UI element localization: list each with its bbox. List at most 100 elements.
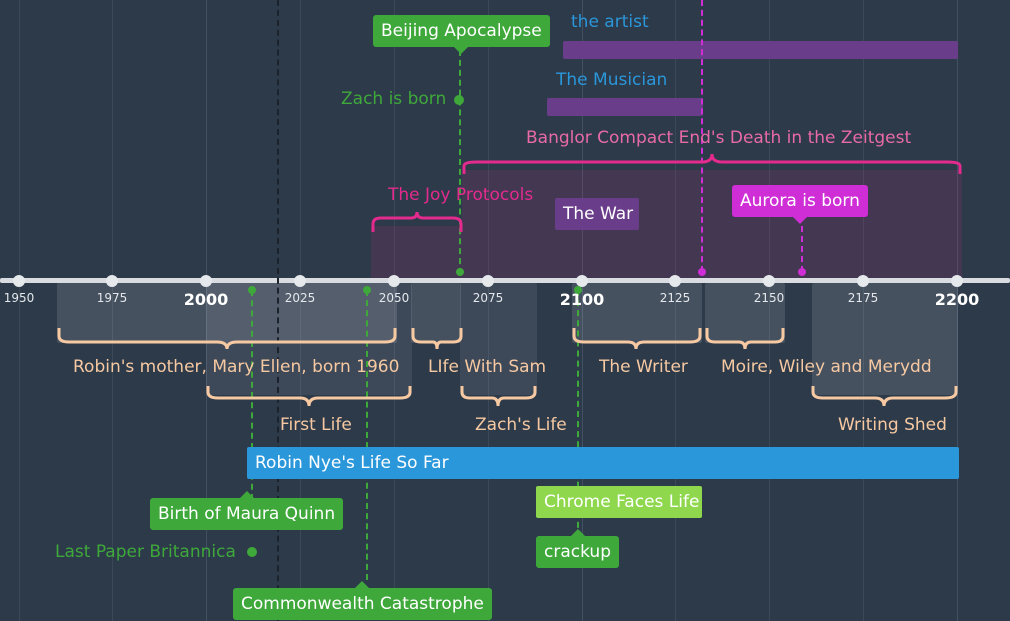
banglor-label[interactable]: Banglor Compact End's Death in the Zeitg…	[526, 128, 912, 148]
zach-born-point[interactable]	[454, 95, 464, 105]
birth-maura-label: Birth of Maura Quinn	[158, 504, 336, 524]
tick-label: 2000	[183, 290, 229, 309]
aurora-line	[801, 226, 803, 272]
maura-axis-point[interactable]	[248, 286, 256, 294]
writing-shed-brace	[811, 386, 958, 407]
banglor-span[interactable]	[462, 170, 962, 280]
aurora-is-born-label: Aurora is born	[740, 191, 860, 211]
tag-caret	[239, 491, 254, 498]
tick-label: 2150	[753, 291, 785, 305]
zachs-life-brace	[460, 386, 537, 407]
tick-label: 2200	[934, 290, 980, 309]
tick-label: 2050	[378, 291, 410, 305]
time-axis[interactable]	[0, 278, 1010, 283]
aurora-axis-point[interactable]	[798, 268, 806, 276]
life-with-sam-label[interactable]: LIfe With Sam	[428, 357, 547, 377]
musician-axis-point[interactable]	[698, 268, 706, 276]
writing-shed-label[interactable]: Writing Shed	[838, 415, 947, 435]
life-with-sam-span[interactable]	[411, 283, 461, 343]
zachs-life-label[interactable]: Zach's Life	[475, 415, 567, 435]
beijing-axis-point[interactable]	[456, 268, 464, 276]
commonwealth-label: Commonwealth Catastrophe	[241, 594, 484, 614]
joy-protocols-label[interactable]: The Joy Protocols	[388, 185, 534, 205]
tag-caret	[792, 217, 807, 224]
axis-tick-dot	[294, 275, 306, 287]
robin-nye-bar[interactable]: Robin Nye's Life So Far	[247, 447, 959, 479]
the-musician-bar[interactable]	[547, 98, 703, 116]
the-writer-brace	[572, 328, 702, 350]
moire-label[interactable]: Moire, Wiley and Merydd	[721, 357, 932, 377]
birth-maura-line	[251, 290, 253, 500]
the-artist-label[interactable]: the artist	[571, 12, 649, 32]
first-life-brace	[206, 386, 412, 407]
the-writer-span[interactable]	[572, 283, 702, 343]
first-life-span[interactable]	[206, 283, 412, 395]
the-war-bar[interactable]: The War	[555, 198, 639, 230]
the-writer-label[interactable]: The Writer	[599, 357, 688, 377]
grid-line	[206, 0, 207, 621]
tag-caret	[454, 47, 469, 54]
today-marker	[277, 0, 279, 621]
moire-brace	[705, 328, 785, 350]
grid-line	[769, 0, 770, 621]
zach-is-born-label[interactable]: Zach is born	[341, 89, 447, 109]
grid-line	[582, 0, 583, 621]
chrome-faces-bar[interactable]: Chrome Faces Life	[536, 486, 702, 518]
axis-tick-dot	[857, 275, 869, 287]
the-artist-bar[interactable]	[563, 41, 958, 59]
the-musician-label[interactable]: The Musician	[556, 70, 668, 90]
axis-tick-dot	[669, 275, 681, 287]
tick-label: 2125	[659, 291, 691, 305]
grid-line	[300, 0, 301, 621]
commonwealth-line	[366, 290, 368, 580]
grid-line	[394, 0, 395, 621]
axis-tick-dot	[13, 275, 25, 287]
tag-caret	[355, 581, 370, 588]
robins-mother-brace	[57, 328, 397, 350]
grid-line	[957, 0, 958, 621]
robins-mother-span[interactable]	[57, 283, 397, 343]
commonwealth-tag[interactable]: Commonwealth Catastrophe	[233, 581, 492, 620]
axis-tick-dot	[106, 275, 118, 287]
grid-line	[488, 0, 489, 621]
birth-maura-tag[interactable]: Birth of Maura Quinn	[150, 491, 344, 530]
grid-line	[19, 0, 20, 621]
tag-caret	[570, 529, 585, 536]
axis-tick-dot	[388, 275, 400, 287]
crackup-label: crackup	[544, 542, 611, 562]
crackup-tag[interactable]: crackup	[536, 529, 619, 568]
grid-line	[112, 0, 113, 621]
tick-label: 1950	[3, 291, 35, 305]
first-life-label[interactable]: First Life	[280, 415, 352, 435]
robins-mother-label[interactable]: Robin's mother, Mary Ellen, born 1960	[73, 357, 400, 377]
tick-label: 1975	[96, 291, 128, 305]
aurora-is-born-tag[interactable]: Aurora is born	[732, 185, 868, 224]
the-musician-line	[701, 0, 703, 272]
tick-label: 2100	[559, 290, 605, 309]
moire-span[interactable]	[705, 283, 785, 343]
commonwealth-axis-point[interactable]	[363, 286, 371, 294]
last-paper-label[interactable]: Last Paper Britannica	[55, 542, 236, 562]
axis-tick-dot	[576, 275, 588, 287]
axis-tick-dot	[482, 275, 494, 287]
beijing-apocalypse-label: Beijing Apocalypse	[381, 21, 542, 41]
crackup-axis-point[interactable]	[574, 286, 582, 294]
life-with-sam-brace	[411, 328, 463, 350]
banglor-brace	[462, 153, 962, 174]
tick-label: 2025	[284, 291, 316, 305]
last-paper-point[interactable]	[247, 547, 257, 557]
zachs-life-span[interactable]	[460, 283, 537, 395]
tick-label: 2175	[847, 291, 879, 305]
crackup-line	[577, 290, 579, 538]
axis-tick-dot	[763, 275, 775, 287]
beijing-apocalypse-tag[interactable]: Beijing Apocalypse	[373, 15, 550, 54]
axis-tick-dot	[200, 275, 212, 287]
tick-label: 2075	[472, 291, 504, 305]
joy-protocols-brace	[371, 211, 463, 232]
axis-tick-dot	[951, 275, 963, 287]
joy-protocols-span[interactable]	[371, 226, 462, 280]
grid-line	[863, 0, 864, 621]
writing-shed-span[interactable]	[812, 283, 958, 395]
beijing-apocalypse-line	[459, 50, 461, 274]
